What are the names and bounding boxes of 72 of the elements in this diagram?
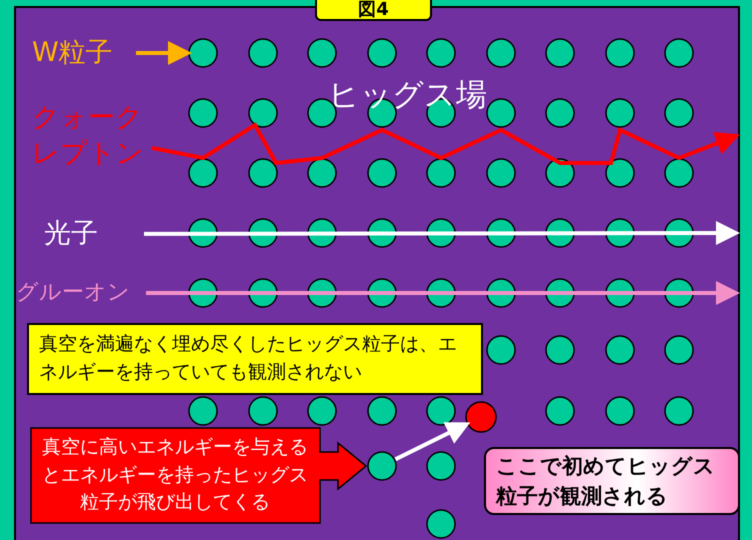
particle-dot [486,218,516,248]
particle-dot [248,38,278,68]
particle-dot [664,38,694,68]
particle-dot [426,218,456,248]
particle-dot [307,218,337,248]
particle-dot [426,451,456,481]
particle-dot [426,278,456,308]
particle-dot [605,158,635,188]
particle-dot [664,396,694,426]
arrow [144,221,740,246]
particle-dot [188,98,218,128]
particle-dot [605,218,635,248]
callout-box: ここで初めてヒッグス粒子が観測される [484,447,740,515]
particle-dot [545,396,575,426]
particle-dot [545,98,575,128]
particle-dot [307,278,337,308]
particle-dot [486,335,516,365]
particle-label: グルーオン [16,279,131,308]
particle-dot [605,98,635,128]
particle-dot [307,158,337,188]
particle-dot [605,335,635,365]
particle-dot [248,98,278,128]
particle-dot [545,218,575,248]
particle-label: クォーク [32,100,144,135]
arrow [152,122,740,166]
particle-dot [367,396,397,426]
particle-dot [367,218,397,248]
particle-dot [367,158,397,188]
arrow [394,422,470,462]
particle-dot [545,38,575,68]
particle-dot [248,218,278,248]
particle-dot [545,335,575,365]
particle-dot [605,396,635,426]
higgs-particle-dot [465,401,497,433]
arrow [136,41,192,65]
particle-dot [307,396,337,426]
note-box: 真空を満遍なく埋め尽くしたヒッグス粒子は、エネルギーを持っていても観測されない [27,323,483,395]
particle-dot [486,98,516,128]
particle-dot [248,158,278,188]
particle-dot [248,396,278,426]
particle-dot [248,278,278,308]
particle-dot [367,278,397,308]
particle-label: W粒子 [32,36,114,70]
particle-dot [664,98,694,128]
particle-dot [367,451,397,481]
particle-dot [664,278,694,308]
particle-dot [605,38,635,68]
particle-dot [188,218,218,248]
particle-dot [545,158,575,188]
particle-dot [605,278,635,308]
particle-dot [307,38,337,68]
particle-dot [188,158,218,188]
particle-dot [545,278,575,308]
figure-title: 図4 [315,0,432,21]
particle-dot [664,335,694,365]
arrow [146,281,740,305]
particle-dot [426,396,456,426]
particle-dot [486,278,516,308]
particle-label: レプトン [32,137,145,171]
particle-dot [664,218,694,248]
particle-dot [664,158,694,188]
particle-dot [188,396,218,426]
particle-dot [426,38,456,68]
particle-dot [426,509,456,539]
particle-dot [426,158,456,188]
particle-dot [367,38,397,68]
particle-dot [188,38,218,68]
particle-dot [486,158,516,188]
callout-text: 真空に高いエネルギーを与えるとエネルギーを持ったヒッグス粒子が飛び出してくる [41,435,309,516]
particle-dot [188,278,218,308]
particle-dot [486,38,516,68]
particle-label: 光子 [44,216,99,251]
